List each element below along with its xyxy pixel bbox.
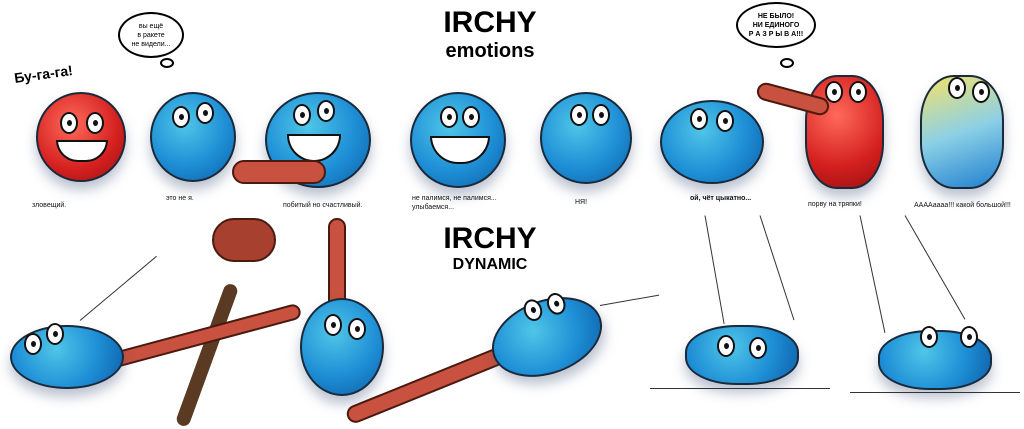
- motion-line: [599, 294, 660, 306]
- character-falling: [878, 326, 992, 390]
- character-stretched: [10, 323, 124, 389]
- character-nya: [540, 92, 632, 184]
- character-angry: [805, 75, 884, 189]
- caption: это не я.: [166, 195, 194, 202]
- exclamation-text: Бу-га-га!: [13, 61, 74, 87]
- caption: не палимся, не палимся...: [412, 195, 497, 202]
- caption: порву на тряпки!: [808, 201, 862, 208]
- character-hanging: [300, 298, 384, 396]
- thought-dot: [780, 58, 794, 68]
- ground-line: [650, 388, 830, 389]
- caption: ой, чёт цыкатно...: [690, 195, 752, 202]
- caption: побитый но счастливый.: [283, 202, 363, 209]
- title-dynamic: DYNAMIC: [452, 256, 528, 273]
- character-amazed: [920, 75, 1004, 189]
- character-flying: [480, 282, 614, 392]
- character-smiling: [410, 92, 506, 188]
- character-not-me: [150, 92, 236, 182]
- tongue-knot: [212, 218, 276, 262]
- caption: улыбаемся...: [412, 204, 455, 211]
- title-emotions: emotions: [445, 40, 535, 62]
- tongue: [232, 160, 326, 184]
- rope: [174, 282, 240, 428]
- thought-dot: [160, 58, 174, 68]
- character-landed: [685, 325, 799, 385]
- title-irchy-top: IRCHY: [443, 6, 537, 39]
- caption: зловещий.: [32, 202, 67, 209]
- title-irchy-bottom: IRCHY: [443, 222, 537, 255]
- caption: ААААаааа!!! какой большой!!!: [914, 202, 1011, 209]
- ground-line: [850, 392, 1020, 393]
- caption: НЯ!: [575, 199, 588, 206]
- character-scared: [660, 100, 764, 184]
- character-sinister: [36, 92, 126, 182]
